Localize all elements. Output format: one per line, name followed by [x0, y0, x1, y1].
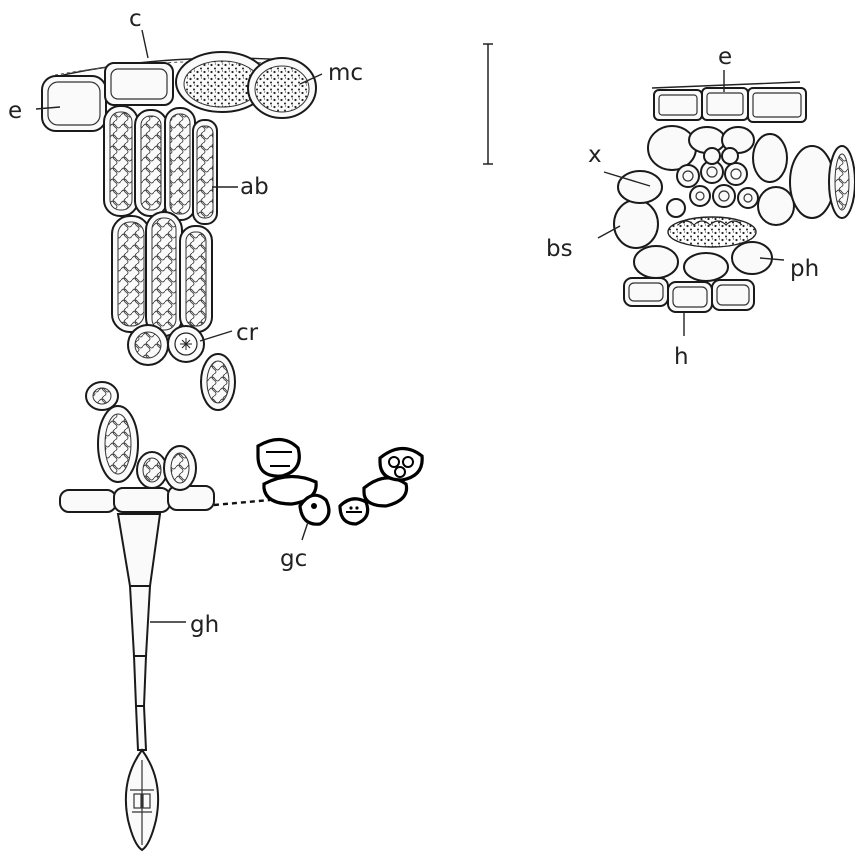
- leaf-section: [36, 30, 322, 410]
- label-bs: bs: [546, 236, 573, 262]
- label-gh: gh: [190, 612, 219, 638]
- glandular-hair: [60, 382, 270, 850]
- guard-cell: [300, 495, 329, 524]
- scale-bar: [483, 44, 493, 164]
- bs-cell: [614, 200, 658, 248]
- guard-cells: [258, 439, 422, 540]
- label-e-left: e: [8, 98, 22, 124]
- label-c: c: [129, 6, 142, 32]
- label-h: h: [674, 344, 689, 370]
- cell-columns: [104, 106, 235, 410]
- label-ab: ab: [240, 174, 269, 200]
- label-x: x: [588, 142, 602, 168]
- label-ph: ph: [790, 256, 819, 282]
- label-mc: mc: [328, 60, 363, 86]
- label-cr: cr: [236, 320, 259, 346]
- label-e-right: e: [718, 44, 732, 70]
- label-gc: gc: [280, 546, 307, 572]
- hypodermis-cell: [624, 278, 668, 306]
- vascular-bundle: [598, 70, 855, 336]
- hair-stalk: [136, 706, 146, 750]
- phloem: [668, 217, 756, 247]
